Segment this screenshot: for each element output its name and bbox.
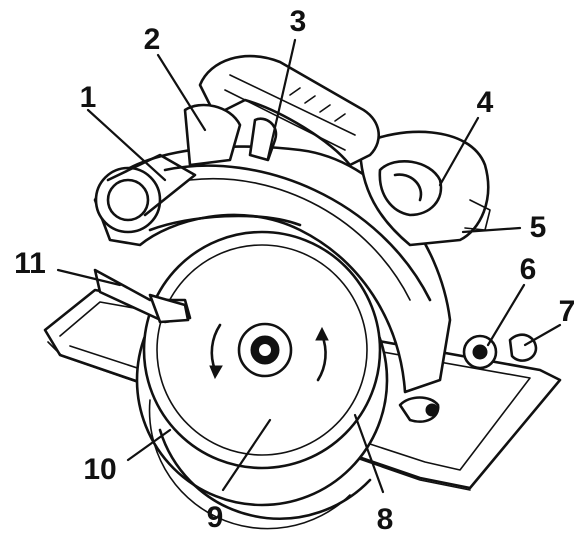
leader-4 — [438, 116, 480, 187]
blade-and-lower-guard — [135, 230, 389, 530]
leader-3 — [266, 38, 297, 160]
callout-9: 9 — [206, 501, 224, 534]
callout-5: 5 — [529, 211, 547, 244]
callout-11: 11 — [14, 247, 46, 280]
leader-9 — [221, 418, 272, 492]
upper-blade-guard — [93, 145, 452, 394]
motor-housing — [358, 130, 491, 247]
callout-7: 7 — [558, 295, 576, 328]
callout-2: 2 — [143, 23, 161, 56]
callout-6: 6 — [519, 253, 537, 286]
callout-1: 1 — [79, 81, 97, 114]
leader-11 — [56, 268, 122, 287]
leader-6 — [486, 283, 526, 347]
leader-lines — [56, 38, 562, 494]
leader-7 — [523, 323, 562, 347]
leader-10 — [126, 428, 172, 462]
leader-5 — [461, 226, 522, 234]
bevel-lever — [93, 268, 192, 324]
callout-3: 3 — [289, 5, 307, 38]
callout-4: 4 — [476, 86, 494, 119]
leader-8 — [353, 413, 385, 494]
callout-10: 10 — [83, 453, 117, 486]
leader-2 — [156, 53, 207, 132]
leader-1 — [86, 108, 167, 182]
callout-8: 8 — [376, 503, 394, 536]
